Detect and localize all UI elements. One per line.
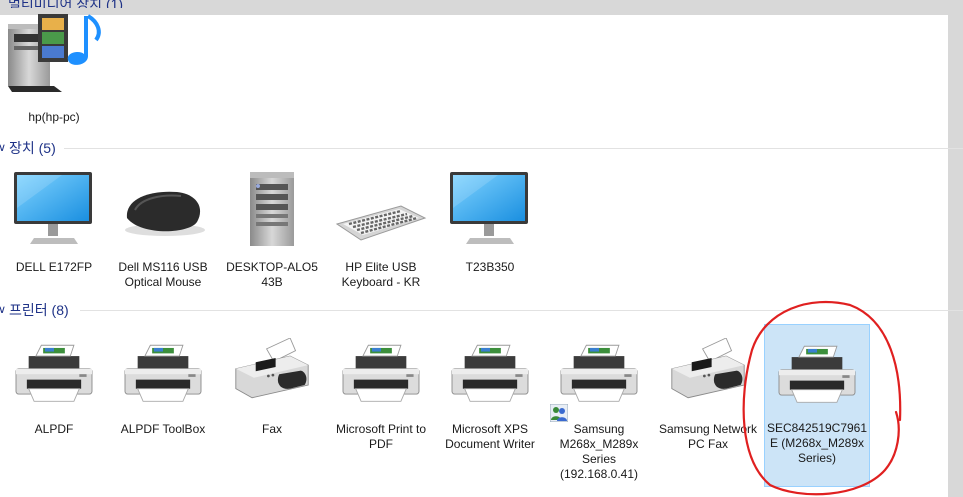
monitor-icon: [2, 168, 106, 252]
printer-alpdf[interactable]: ALPDF: [2, 338, 106, 437]
printer-label: Samsung M268x_M289x Series (192.168.0.41…: [559, 422, 639, 481]
media-pc-icon: [2, 10, 106, 94]
printer-label: ALPDF ToolBox: [120, 422, 206, 436]
device-label: hp(hp-pc): [28, 110, 80, 124]
printer-sec842519c7961e[interactable]: SEC842519C7961E (M268x_M289x Series): [764, 324, 870, 487]
group-header-label: 장치 (5): [9, 140, 56, 156]
group-header-label: 멀티미디어 장치 (1): [8, 0, 124, 8]
device-label: HP Elite USB Keyboard - KR: [341, 260, 421, 289]
group-header-label: 프린터 (8): [9, 302, 69, 318]
printer-samsung-m268x[interactable]: Samsung M268x_M289x Series (192.168.0.41…: [547, 338, 651, 482]
printer-microsoft-print-to-pdf[interactable]: Microsoft Print to PDF: [329, 338, 433, 452]
fax-icon: [656, 338, 760, 414]
fax-icon: [220, 338, 324, 414]
printer-microsoft-xps-writer[interactable]: Microsoft XPS Document Writer: [438, 338, 542, 452]
group-header-printers[interactable]: ∨ 프린터 (8): [0, 300, 963, 322]
monitor-icon: [438, 168, 542, 252]
printer-label: Samsung Network PC Fax: [658, 422, 758, 451]
printer-icon: [765, 325, 869, 415]
printer-icon: [111, 338, 215, 414]
printer-alpdf-toolbox[interactable]: ALPDF ToolBox: [111, 338, 215, 437]
chevron-down-icon[interactable]: ∨: [0, 304, 7, 316]
device-label: T23B350: [465, 260, 515, 274]
group-header-devices[interactable]: ∨ 장치 (5): [0, 138, 963, 160]
printer-icon: [2, 338, 106, 414]
divider: [64, 148, 963, 149]
printer-label: Microsoft Print to PDF: [335, 422, 427, 451]
device-label: Dell MS116 USB Optical Mouse: [118, 260, 208, 289]
printer-icon: [438, 338, 542, 414]
device-dell-e172fp[interactable]: DELL E172FP: [2, 168, 106, 275]
printer-fax[interactable]: Fax: [220, 338, 324, 437]
keyboard-icon: [329, 168, 433, 252]
device-hp-pc[interactable]: hp(hp-pc): [2, 10, 106, 125]
printer-icon: [329, 338, 433, 414]
printer-samsung-network-pc-fax[interactable]: Samsung Network PC Fax: [656, 338, 760, 452]
device-desktop-alo543b[interactable]: DESKTOP-ALO5 43B: [220, 168, 324, 290]
chevron-down-icon[interactable]: ∨: [0, 142, 7, 154]
mouse-icon: [111, 168, 215, 252]
printer-label: Fax: [261, 422, 282, 436]
device-t23b350[interactable]: T23B350: [438, 168, 542, 275]
printer-icon: [547, 338, 651, 414]
device-label: DESKTOP-ALO5 43B: [226, 260, 318, 289]
computer-tower-icon: [220, 168, 324, 252]
device-hp-elite-keyboard[interactable]: HP Elite USB Keyboard - KR: [329, 168, 433, 290]
divider: [80, 310, 963, 311]
device-dell-ms116-mouse[interactable]: Dell MS116 USB Optical Mouse: [111, 168, 215, 290]
printer-label: ALPDF: [34, 422, 74, 436]
group-header-multimedia[interactable]: 멀티미디어 장치 (1): [8, 0, 123, 8]
device-label: DELL E172FP: [15, 260, 93, 274]
printer-label: SEC842519C7961E (M268x_M289x Series): [766, 421, 868, 465]
shared-users-icon: [550, 404, 568, 422]
printer-label: Microsoft XPS Document Writer: [445, 422, 535, 451]
